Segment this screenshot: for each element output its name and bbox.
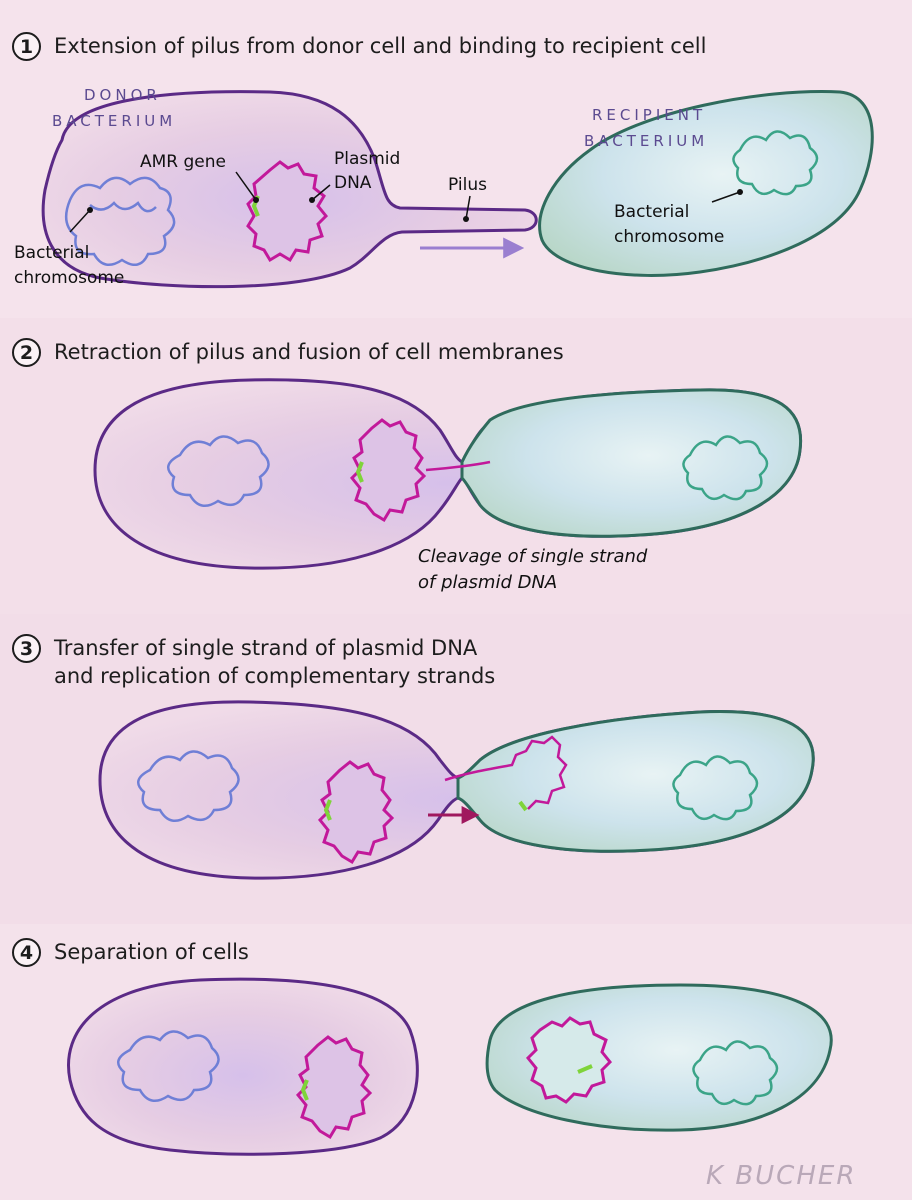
step-4-heading: 4 Separation of cells xyxy=(12,938,249,967)
recipient-label-line1: RECIPIENT xyxy=(592,106,706,124)
step-3-heading: 3 Transfer of single strand of plasmid D… xyxy=(12,634,495,690)
donor-label-line1: DONOR xyxy=(84,86,161,104)
donor-chromosome xyxy=(64,176,176,267)
recipient-chromosome xyxy=(732,130,819,196)
step-3-title: Transfer of single strand of plasmid DNA… xyxy=(54,636,496,688)
amr-gene-pointer xyxy=(235,171,257,201)
cleavage-label-line2: of plasmid DNA xyxy=(418,572,557,593)
plasmid-label-line2: DNA xyxy=(334,173,372,193)
recipient-chromosome-label-line1: Bacterial xyxy=(614,202,689,222)
step-1-heading: 1 Extension of pilus from donor cell and… xyxy=(12,32,706,61)
donor-chromosome-label-line2: chromosome xyxy=(14,268,124,288)
step-1-number: 1 xyxy=(12,32,41,61)
pilus-label: Pilus xyxy=(448,175,487,195)
step-2-title: Retraction of pilus and fusion of cell m… xyxy=(54,340,564,364)
transferring-strand-step3 xyxy=(444,735,568,810)
amr-gene-label: AMR gene xyxy=(140,152,226,172)
recipient-label-line2: BACTERIUM xyxy=(584,132,708,150)
donor-chromosome-step2 xyxy=(167,435,270,508)
plasmid-label-line1: Plasmid xyxy=(334,149,400,169)
donor-chromosome-label-line1: Bacterial xyxy=(14,243,89,263)
step-2-number: 2 xyxy=(12,338,41,367)
donor-chromosome-step4 xyxy=(117,1030,220,1103)
recipient-chromosome-step4 xyxy=(692,1040,779,1106)
recipient-chromosome-pointer xyxy=(711,191,741,203)
recipient-plasmid-step4 xyxy=(525,1016,613,1104)
donor-label-line2: BACTERIUM xyxy=(52,112,176,130)
recipient-amr-gene-step3 xyxy=(518,800,528,812)
plasmid-pointer xyxy=(311,184,331,201)
recipient-half-step3 xyxy=(456,710,815,853)
step-4-number: 4 xyxy=(12,938,41,967)
recipient-amr-gene-step4 xyxy=(577,1064,593,1074)
donor-chromosome-pointer xyxy=(69,209,91,233)
pilus-pointer xyxy=(465,195,471,220)
donor-amr-gene-step3 xyxy=(323,799,332,821)
cleavage-label-line1: Cleavage of single strand xyxy=(418,546,648,567)
recipient-half-step2 xyxy=(460,388,803,538)
transferring-strand-step2 xyxy=(425,460,491,472)
step-1-title: Extension of pilus from donor cell and b… xyxy=(54,34,707,58)
donor-amr-gene-step4 xyxy=(300,1079,309,1101)
artist-signature: K BUCHER xyxy=(706,1161,856,1191)
donor-amr-gene-step2 xyxy=(355,461,364,483)
donor-chromosome-step3 xyxy=(137,750,240,823)
recipient-chromosome-label-line2: chromosome xyxy=(614,227,724,247)
recipient-chromosome-step3 xyxy=(672,755,759,821)
step-3-number: 3 xyxy=(12,634,41,663)
donor-plasmid xyxy=(246,160,329,263)
step-4-title: Separation of cells xyxy=(54,940,249,964)
step-2-heading: 2 Retraction of pilus and fusion of cell… xyxy=(12,338,564,367)
recipient-chromosome-step2 xyxy=(682,435,769,501)
